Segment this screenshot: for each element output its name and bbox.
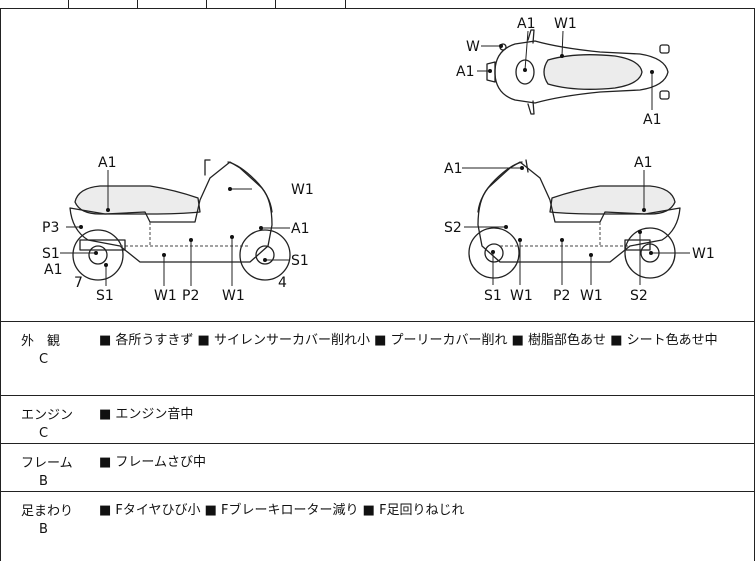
section-category: エンジン C (21, 404, 81, 441)
section-exterior: 外 観 C ■ 各所うすきず ■ サイレンサーカバー削れ小 ■ プーリーカバー削… (0, 322, 755, 396)
label-top-w: W (466, 39, 480, 55)
label-top-a1-left: A1 (456, 64, 474, 80)
section-engine: エンジン C ■ エンジン音中 (0, 396, 755, 444)
section-description: ■ Fタイヤひび小 ■ Fブレーキローター減り ■ F足回りねじれ (99, 503, 465, 518)
section-name: 足まわり (21, 504, 74, 519)
header-cell (68, 0, 138, 8)
section-name: フレーム (21, 456, 73, 471)
label-left-w1-bottom: W1 (154, 288, 177, 304)
scooter-damage-diagram: A1 W1 W A1 A1 A1 W1 P3 A (42, 16, 715, 304)
label-top-w1: W1 (554, 16, 577, 32)
section-description: ■ フレームさび中 (99, 455, 207, 470)
label-right-w1-front: W1 (510, 288, 533, 304)
label-right-w1-bottom: W1 (580, 288, 603, 304)
section-grade: C (39, 426, 49, 441)
label-left-s1-muffler: S1 (42, 246, 60, 262)
header-cell (0, 0, 69, 8)
label-right-s2: S2 (444, 220, 462, 236)
section-grade: B (39, 474, 48, 489)
label-right-p2: P2 (553, 288, 570, 304)
header-strip (0, 0, 755, 9)
section-description: ■ 各所うすきず ■ サイレンサーカバー削れ小 ■ プーリーカバー削れ ■ 樹脂… (99, 333, 718, 348)
label-left-w1-screen: W1 (291, 182, 314, 198)
label-left-4: 4 (278, 275, 287, 291)
label-left-p3: P3 (42, 220, 59, 236)
label-right-w1-rear: W1 (692, 246, 715, 262)
label-left-p2: P2 (182, 288, 199, 304)
section-suspension: 足まわり B ■ Fタイヤひび小 ■ Fブレーキローター減り ■ F足回りねじれ (0, 492, 755, 561)
section-name: 外 観 (21, 334, 61, 349)
section-name: エンジン (21, 408, 74, 423)
header-cell (137, 0, 207, 8)
scooter-left-side-view (69, 159, 291, 281)
label-right-a1-top: A1 (634, 155, 652, 171)
label-top-a1: A1 (517, 16, 535, 32)
section-description: ■ エンジン音中 (99, 407, 194, 422)
label-right-a1-screen: A1 (444, 161, 462, 177)
label-left-a1-rear: A1 (44, 262, 62, 278)
section-category: フレーム B (21, 452, 81, 489)
label-left-s1-front-wheel: S1 (291, 253, 309, 269)
label-top-a1-rear: A1 (643, 112, 661, 128)
label-left-7: 7 (74, 275, 83, 291)
label-right-s1: S1 (484, 288, 502, 304)
label-left-w1-front: W1 (222, 288, 245, 304)
section-category: 足まわり B (21, 500, 81, 537)
section-category: 外 観 C (21, 330, 81, 367)
header-cell (275, 0, 346, 8)
scooter-right-side-view (468, 159, 681, 279)
scooter-top-view (486, 29, 670, 115)
label-left-s1-bottom: S1 (96, 288, 114, 304)
section-grade: C (39, 352, 49, 367)
label-left-a1-top: A1 (98, 155, 116, 171)
label-right-s2-bottom: S2 (630, 288, 648, 304)
section-grade: B (39, 522, 48, 537)
section-frame: フレーム B ■ フレームさび中 (0, 444, 755, 492)
label-left-a1-front: A1 (291, 221, 309, 237)
header-cell (206, 0, 276, 8)
